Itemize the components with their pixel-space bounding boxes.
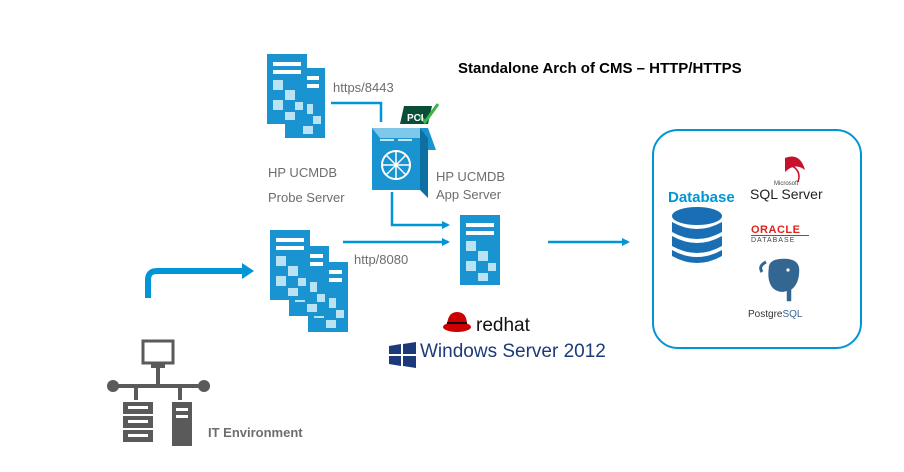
https-port-label: https/8443 (333, 80, 394, 95)
oracle-sub-label: DATABASE (751, 237, 796, 244)
probe-server-label-line2: Probe Server (268, 190, 345, 205)
app-server-label-line2: App Server (436, 187, 502, 202)
pci-badge-icon (400, 103, 440, 125)
http-port-label: http/8080 (354, 252, 409, 267)
switch-icon (372, 128, 436, 198)
sql-server-small-label: Microsoft (774, 181, 799, 187)
probe-server-top-icon (267, 54, 325, 138)
it-to-probe-arrow-head (242, 263, 254, 279)
postgresql-elephant-icon (759, 257, 801, 303)
https-connection-line (331, 101, 383, 122)
sql-server-logo-icon (785, 156, 805, 183)
postgresql-label: PostgreSQL (748, 309, 802, 320)
postgresql-prefix: Postgre (748, 309, 783, 320)
windows-logo-icon (389, 342, 416, 368)
app-server-label-line1: HP UCMDB (436, 169, 506, 184)
diagram-title: Standalone Arch of CMS – HTTP/HTTPS (458, 60, 742, 77)
sql-server-label: SQL Server (750, 186, 823, 202)
redhat-label: redhat (476, 315, 530, 336)
postgresql-suffix: SQL (782, 309, 803, 320)
database-container (652, 129, 862, 349)
windows-server-label: Windows Server 2012 (420, 341, 606, 362)
redhat-logo-icon (443, 312, 471, 332)
switch-to-app-arrow (390, 192, 450, 229)
it-to-probe-arrow-line (145, 268, 243, 298)
database-title: Database (668, 189, 735, 206)
app-server-icon (460, 215, 500, 285)
pci-label: PCI (407, 113, 424, 124)
probe-server-bottom-icon (270, 230, 348, 332)
it-environment-icon (107, 339, 210, 446)
probe-server-label-line1: HP UCMDB (268, 165, 338, 180)
it-environment-label: IT Environment (208, 425, 303, 440)
oracle-label: ORACLE (751, 224, 801, 236)
oracle-rule (751, 235, 809, 236)
database-icon (672, 207, 722, 263)
